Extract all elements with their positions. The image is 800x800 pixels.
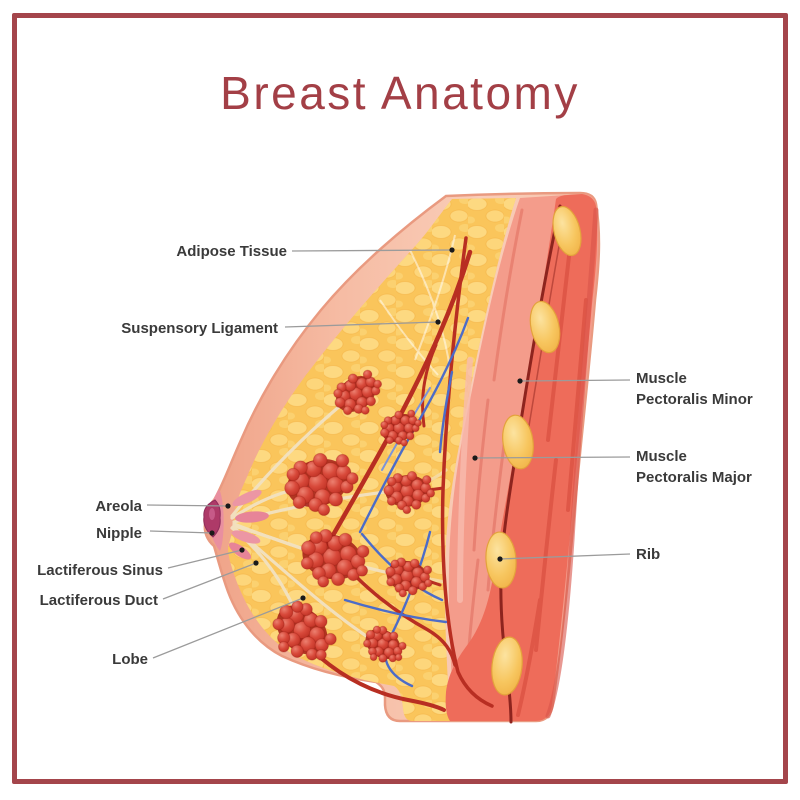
lobes-group <box>272 369 436 663</box>
label-line: Muscle <box>636 448 687 465</box>
label-areola: Areola <box>95 498 142 515</box>
page-title: Breast Anatomy <box>220 67 580 119</box>
label-suspensory-ligament: Suspensory Ligament <box>121 320 278 337</box>
lobe-cluster <box>383 470 436 515</box>
leader-lines <box>146 249 631 659</box>
label-lactiferous-sinus: Lactiferous Sinus <box>37 562 163 579</box>
label-adipose-tissue: Adipose Tissue <box>176 243 287 260</box>
label-line: Muscle <box>636 370 687 387</box>
label-lactiferous-duct: Lactiferous Duct <box>39 592 158 609</box>
rib-2 <box>529 300 561 354</box>
lobe-cluster <box>385 557 433 598</box>
page-border-frame <box>12 13 788 784</box>
lobe-cluster <box>379 409 422 447</box>
lobe-cluster <box>284 452 359 517</box>
label-line: Pectoralis Major <box>636 468 752 486</box>
lobe-cluster <box>272 600 337 661</box>
ribs-group <box>485 205 582 696</box>
label-line: Pectoralis Minor <box>636 390 753 408</box>
label-lobe: Lobe <box>112 651 148 668</box>
lobe-cluster <box>300 528 370 588</box>
lobe-cluster <box>362 625 407 663</box>
rib-1 <box>552 205 582 257</box>
label-muscle-pectoralis-major: Muscle Pectoralis Major <box>636 447 752 488</box>
lobe-cluster <box>333 369 383 416</box>
leader-dots <box>209 247 523 601</box>
rib-3 <box>502 414 534 470</box>
label-muscle-pectoralis-minor: Muscle Pectoralis Minor <box>636 369 753 410</box>
label-nipple: Nipple <box>96 525 142 542</box>
suspensory-ligament-vessel <box>325 249 473 547</box>
rib-5 <box>491 636 523 696</box>
label-rib: Rib <box>636 546 661 563</box>
